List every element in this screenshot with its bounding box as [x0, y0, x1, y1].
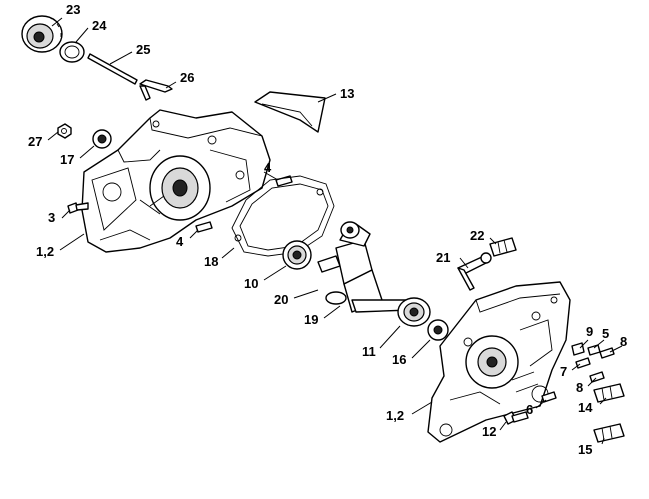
label-1-2-upper: 1,2 — [36, 244, 54, 259]
part-4-pin-a — [275, 175, 293, 187]
part-19-crankshaft — [317, 221, 411, 313]
label-26: 26 — [180, 70, 194, 85]
part-15-stud — [593, 423, 625, 443]
label-9: 9 — [586, 324, 593, 339]
part-26-clip — [139, 79, 173, 101]
lower-crankcase-housing — [427, 281, 571, 443]
label-1-2-lower: 1,2 — [386, 408, 404, 423]
part-8-screw-a — [599, 347, 615, 359]
part-18-gasket — [231, 175, 335, 257]
part-4-pin-b — [195, 221, 213, 233]
part-12-screw — [503, 411, 529, 425]
label-7: 7 — [560, 364, 567, 379]
part-21-lever — [457, 252, 492, 291]
part-17-seal — [92, 129, 112, 149]
label-27: 27 — [28, 134, 42, 149]
part-5-pin — [587, 344, 601, 356]
part-14-stud — [593, 383, 625, 403]
label-4-lower: 4 — [176, 234, 184, 249]
part-16-seal — [427, 319, 449, 341]
label-18: 18 — [204, 254, 218, 269]
label-15: 15 — [578, 442, 592, 457]
part-25-rod — [87, 53, 138, 85]
label-23: 23 — [66, 2, 80, 17]
label-19: 19 — [304, 312, 318, 327]
label-12: 12 — [482, 424, 496, 439]
part-27-small-nut — [57, 123, 72, 139]
label-17: 17 — [60, 152, 74, 167]
label-5: 5 — [602, 326, 609, 341]
label-14: 14 — [578, 400, 593, 415]
label-11: 11 — [362, 344, 376, 359]
part-7-pin — [575, 357, 591, 369]
label-10: 10 — [244, 276, 258, 291]
label-20: 20 — [274, 292, 288, 307]
part-22-sleeve — [489, 237, 517, 257]
part-11-bearing — [397, 297, 431, 327]
label-16: 16 — [392, 352, 406, 367]
label-3: 3 — [48, 210, 55, 225]
upper-crankcase-housing — [81, 109, 271, 253]
label-8-lower: 8 — [576, 380, 583, 395]
label-8-upper: 8 — [620, 334, 627, 349]
part-23-nut — [21, 15, 63, 53]
label-6: 6 — [526, 402, 533, 417]
label-4-upper: 4 — [264, 160, 272, 175]
label-21: 21 — [436, 250, 450, 265]
leader-lines — [47, 17, 623, 445]
label-24: 24 — [92, 18, 107, 33]
label-22: 22 — [470, 228, 484, 243]
part-6-pin — [541, 391, 557, 403]
part-8-screw-b — [589, 371, 605, 383]
part-13-plate — [254, 91, 326, 133]
part-9-plug — [571, 342, 585, 356]
label-13: 13 — [340, 86, 354, 101]
callout-labels: 23 24 25 26 13 27 17 4 3 4 1,2 18 10 20 … — [28, 2, 627, 457]
label-25: 25 — [136, 42, 150, 57]
part-24-washer — [59, 41, 85, 63]
part-10-bearing — [282, 240, 312, 270]
